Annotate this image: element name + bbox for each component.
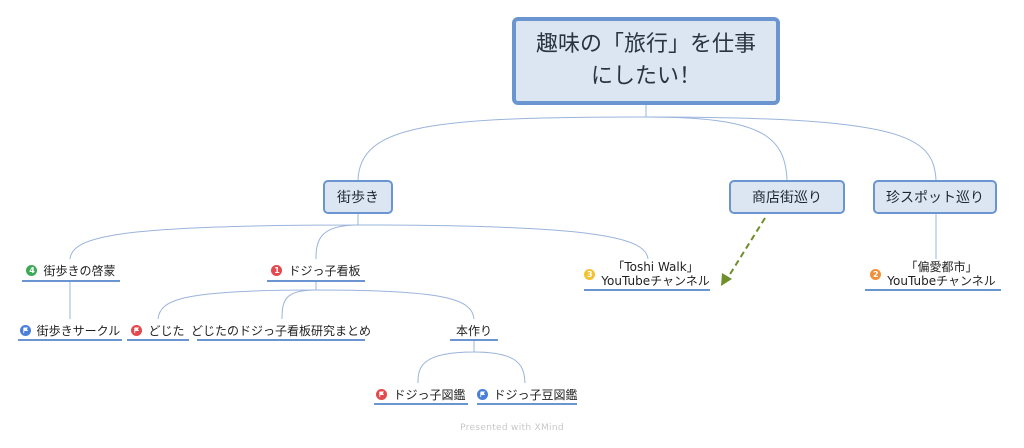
underline — [374, 403, 468, 405]
subtopic-label: ドジっ子豆図鑑 — [493, 387, 578, 402]
underline — [477, 403, 577, 405]
central-topic-line2: にしたい！ — [590, 64, 701, 89]
flag-red-icon — [131, 324, 143, 336]
subtopic-zukan[interactable]: ドジっ子図鑑 — [374, 383, 468, 405]
priority-4-icon: 4 — [26, 265, 38, 276]
main-topic-chin[interactable]: 珍スポット巡り — [873, 180, 997, 214]
connector-kanban-matome — [281, 289, 317, 320]
subtopic-label: ドジっ子図鑑 — [393, 387, 466, 402]
underline — [450, 339, 498, 341]
connector-hon-zukan — [417, 341, 475, 384]
underline — [127, 339, 189, 341]
subtopic-mame[interactable]: ドジっ子豆図鑑 — [476, 383, 578, 405]
subtopic-label: 街歩きの啓蒙 — [43, 264, 116, 278]
flag-blue-icon — [19, 324, 31, 336]
main-topic-label: 商店街巡り — [752, 190, 822, 206]
connector-hon-mame — [473, 351, 526, 384]
subtopic-dojita[interactable]: どじた — [127, 319, 189, 341]
priority-1-icon: 1 — [271, 265, 283, 276]
subtopic-matome[interactable]: どじたのドジっ子看板研究まとめ — [191, 319, 371, 341]
subtopic-label: どじた — [148, 323, 185, 338]
flag-red-icon — [376, 388, 388, 400]
connector-root-machi — [357, 105, 647, 181]
main-topic-label: 珍スポット巡り — [886, 190, 984, 206]
underline — [22, 280, 120, 282]
underline — [584, 289, 710, 291]
connector-machi-kanban — [315, 224, 359, 260]
subtopic-hon[interactable]: 本作り — [450, 319, 498, 341]
relationship-arrowhead — [721, 273, 732, 286]
connector-root-shoten — [645, 116, 788, 181]
connector-root-chin — [645, 116, 937, 181]
subtopic-label-line1: 「偏愛都市」 — [905, 260, 978, 274]
subtopic-label-line2: YouTubeチャンネル — [601, 274, 710, 288]
subtopic-henai[interactable]: 2 「偏愛都市」 YouTubeチャンネル — [865, 257, 1001, 291]
subtopic-label: どじたのドジっ子看板研究まとめ — [191, 323, 372, 338]
main-topic-shoten[interactable]: 商店街巡り — [729, 180, 845, 214]
connector-machi-toshi — [357, 224, 649, 260]
subtopic-keimo[interactable]: 4 街歩きの啓蒙 — [22, 259, 120, 282]
relationship-arrow — [726, 217, 766, 280]
flag-blue-icon — [476, 388, 488, 400]
underline — [197, 339, 365, 341]
subtopic-label: 本作り — [455, 323, 492, 338]
subtopic-toshi[interactable]: 3 「Toshi Walk」 YouTubeチャンネル — [584, 257, 710, 291]
underline — [267, 280, 365, 282]
priority-2-icon: 2 — [870, 268, 882, 280]
main-topic-machi[interactable]: 街歩き — [323, 180, 393, 214]
subtopic-label: ドジっ子看板 — [288, 264, 361, 278]
connector-kanban-hon — [315, 289, 475, 320]
underline — [18, 339, 122, 341]
footer-watermark: Presented with XMind — [460, 423, 564, 433]
subtopic-label: 街歩きサークル — [36, 323, 121, 338]
underline — [865, 289, 1001, 291]
subtopic-label-line2: YouTubeチャンネル — [887, 274, 996, 288]
central-topic-line1: 趣味の「旅行」を仕事 — [536, 32, 757, 57]
main-topic-label: 街歩き — [337, 190, 379, 206]
priority-3-icon: 3 — [584, 268, 596, 280]
central-topic[interactable]: 趣味の「旅行」を仕事にしたい！ — [512, 17, 780, 105]
connector-machi-keimo — [69, 214, 359, 260]
subtopic-label-line1: 「Toshi Walk」 — [612, 260, 699, 274]
connector-kanban-dojita — [157, 282, 317, 320]
subtopic-kanban[interactable]: 1 ドジっ子看板 — [267, 259, 365, 282]
subtopic-circle[interactable]: 街歩きサークル — [18, 319, 122, 341]
